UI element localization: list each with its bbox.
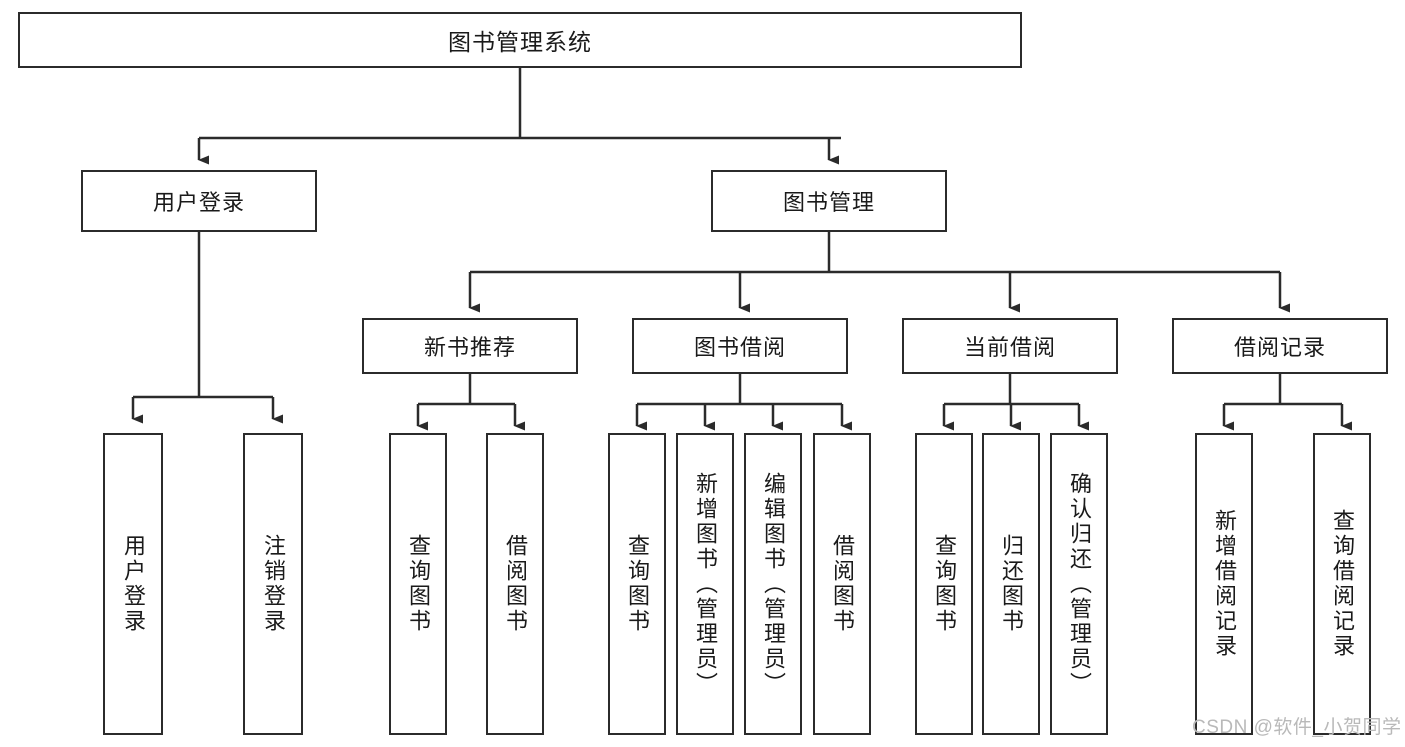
node-label: 新书推荐	[423, 335, 516, 360]
watermark-text: CSDN @软件_小贺同学	[1192, 717, 1402, 738]
node-label: 确认归还（管理员）	[1067, 471, 1092, 697]
node-label: 查询图书	[932, 534, 957, 634]
node-book-borrow[interactable]: 图书借阅	[632, 318, 848, 374]
node-root-system[interactable]: 图书管理系统	[18, 12, 1022, 68]
leaf-logout[interactable]: 注销登录	[243, 433, 303, 735]
node-label: 图书管理	[782, 190, 875, 215]
leaf-borrow-book-recommend[interactable]: 借阅图书	[486, 433, 544, 735]
node-user-login[interactable]: 用户登录	[81, 170, 317, 232]
leaf-borrow-book[interactable]: 借阅图书	[813, 433, 871, 735]
node-label: 用户登录	[152, 190, 245, 215]
leaf-add-borrow-record[interactable]: 新增借阅记录	[1195, 433, 1253, 735]
node-book-management[interactable]: 图书管理	[711, 170, 947, 232]
node-current-borrow[interactable]: 当前借阅	[902, 318, 1118, 374]
node-label: 新增图书（管理员）	[693, 471, 718, 697]
node-new-book-recommend[interactable]: 新书推荐	[362, 318, 578, 374]
node-label: 用户登录	[121, 534, 146, 634]
leaf-query-book-borrow[interactable]: 查询图书	[608, 433, 666, 735]
node-label: 借阅图书	[503, 534, 528, 634]
leaf-confirm-return-admin[interactable]: 确认归还（管理员）	[1050, 433, 1108, 735]
node-label: 新增借阅记录	[1212, 509, 1237, 659]
node-label: 图书管理系统	[448, 29, 592, 55]
node-label: 借阅记录	[1233, 335, 1326, 360]
node-label: 查询借阅记录	[1330, 509, 1355, 659]
node-label: 当前借阅	[963, 335, 1056, 360]
node-borrow-record[interactable]: 借阅记录	[1172, 318, 1388, 374]
leaf-query-book-current[interactable]: 查询图书	[915, 433, 973, 735]
leaf-query-borrow-record[interactable]: 查询借阅记录	[1313, 433, 1371, 735]
node-label: 编辑图书（管理员）	[761, 471, 786, 697]
node-label: 查询图书	[406, 534, 431, 634]
node-label: 借阅图书	[830, 534, 855, 634]
leaf-query-book-recommend[interactable]: 查询图书	[389, 433, 447, 735]
node-label: 归还图书	[999, 534, 1024, 634]
node-label: 注销登录	[261, 534, 286, 634]
leaf-user-login[interactable]: 用户登录	[103, 433, 163, 735]
leaf-edit-book-admin[interactable]: 编辑图书（管理员）	[744, 433, 802, 735]
node-label: 图书借阅	[693, 335, 786, 360]
leaf-return-book[interactable]: 归还图书	[982, 433, 1040, 735]
leaf-add-book-admin[interactable]: 新增图书（管理员）	[676, 433, 734, 735]
node-label: 查询图书	[625, 534, 650, 634]
